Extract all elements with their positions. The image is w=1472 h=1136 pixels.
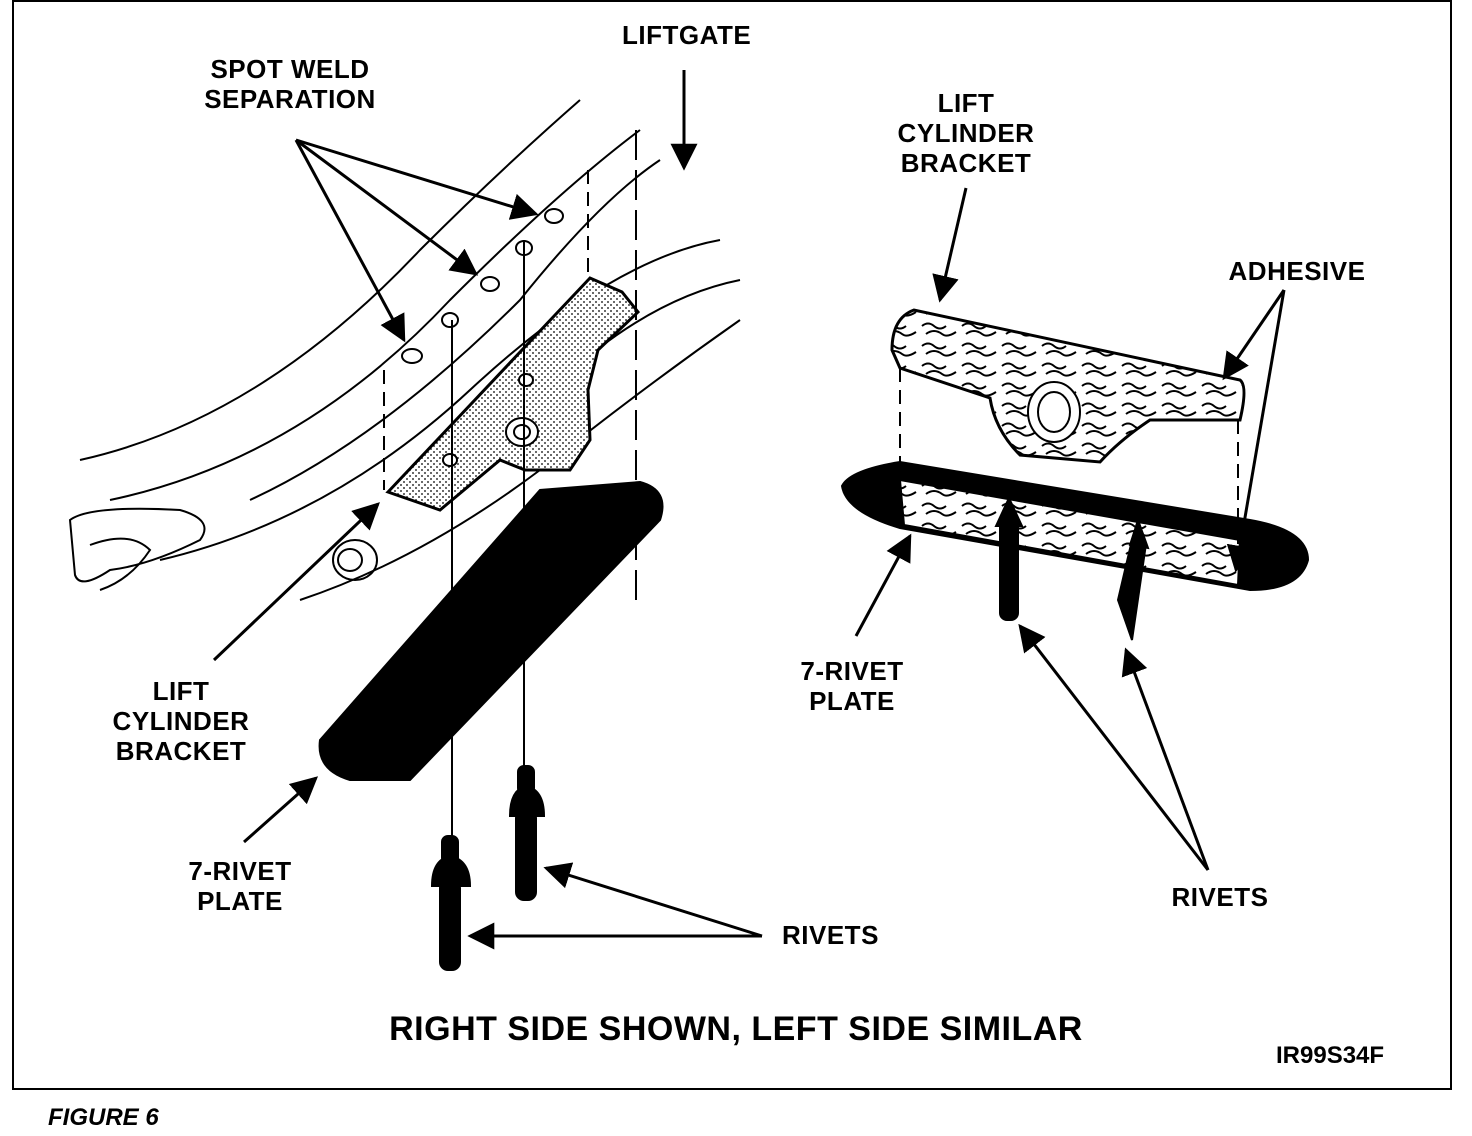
liftgate-panel [68,99,741,601]
figure-frame [12,0,1452,1090]
figure-code: IR99S34F [1276,1042,1385,1069]
adhesive-layer-right [898,478,1242,587]
label-7-rivet-plate-left: 7-RIVET PLATE [188,856,292,916]
figure-label: FIGURE 6 [48,1104,159,1131]
label-rivets-right: RIVETS [1171,882,1269,912]
bracket-left-details [442,373,539,467]
label-spot-weld-separation: SPOT WELD SEPARATION [204,54,376,114]
alignment-lines-right [899,368,1239,570]
label-rivets-left: RIVETS [782,920,879,950]
lift-cylinder-bracket-left [385,276,641,512]
label-liftgate: LIFTGATE [622,20,752,50]
leader-arrows [212,70,1286,950]
alignment-lines-left [383,130,637,840]
bracket-right-details [1027,381,1081,443]
figure-caption: RIGHT SIDE SHOWN, LEFT SIDE SIMILAR [389,1010,1083,1048]
label-lift-cylinder-bracket-right: LIFT CYLINDER BRACKET [897,88,1035,178]
seven-rivet-plate-left [318,480,664,781]
label-adhesive: ADHESIVE [1228,256,1366,286]
rivets-left-parts [430,765,546,971]
label-lift-cylinder-bracket-left: LIFT CYLINDER BRACKET [112,676,250,766]
label-7-rivet-plate-right: 7-RIVET PLATE [800,656,904,716]
rivets-right-parts [994,495,1150,641]
